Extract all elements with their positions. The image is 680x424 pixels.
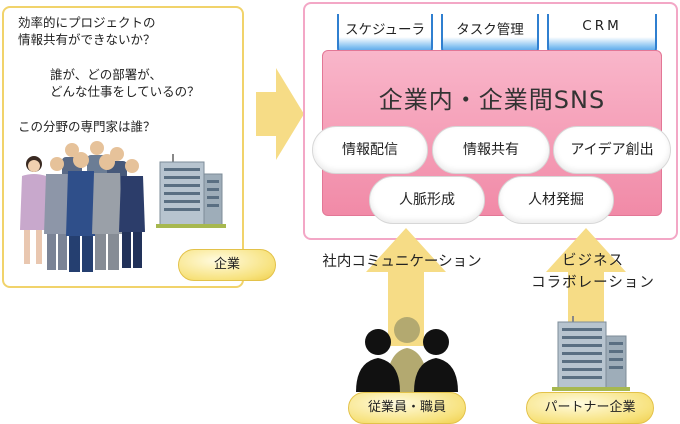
- feature-idea-creation: アイデア創出: [553, 126, 671, 174]
- tab-crm-label: CRM: [582, 18, 622, 34]
- feature-networking: 人脈形成: [369, 176, 485, 224]
- feature-info-distribution: 情報配信: [312, 126, 428, 174]
- employees-label: 従業員・職員: [348, 392, 466, 424]
- sns-title: 企業内・企業間SNS: [378, 86, 606, 114]
- question-who-does-what: 誰が、どの部署が、 どんな仕事をしているの？: [50, 67, 200, 99]
- internal-communication-label: 社内コミュニケーション: [322, 254, 482, 270]
- tab-task-management-label: タスク管理: [456, 22, 524, 38]
- tab-scheduler-label: スケジューラ: [344, 22, 426, 38]
- feature-info-sharing: 情報共有: [432, 126, 550, 174]
- company-label: 企業: [178, 249, 276, 281]
- feature-talent-discovery: 人材発掘: [498, 176, 614, 224]
- partner-building-icon: [552, 316, 630, 391]
- big-right-arrow-icon: [256, 68, 304, 160]
- question-project-sharing: 効率的にプロジェクトの 情報共有ができないか？: [18, 15, 156, 47]
- business-collaboration-label: ビジネス コラボレーション: [531, 253, 655, 291]
- business-people-illustration: [20, 141, 145, 272]
- up-arrow-business-icon: [546, 228, 626, 328]
- employees-silhouette-icon: [356, 317, 458, 392]
- up-arrow-internal-icon: [366, 228, 446, 346]
- office-building-icon: [156, 154, 226, 228]
- partner-companies-label: パートナー企業: [526, 392, 654, 424]
- question-expert: この分野の専門家は誰？: [18, 119, 156, 134]
